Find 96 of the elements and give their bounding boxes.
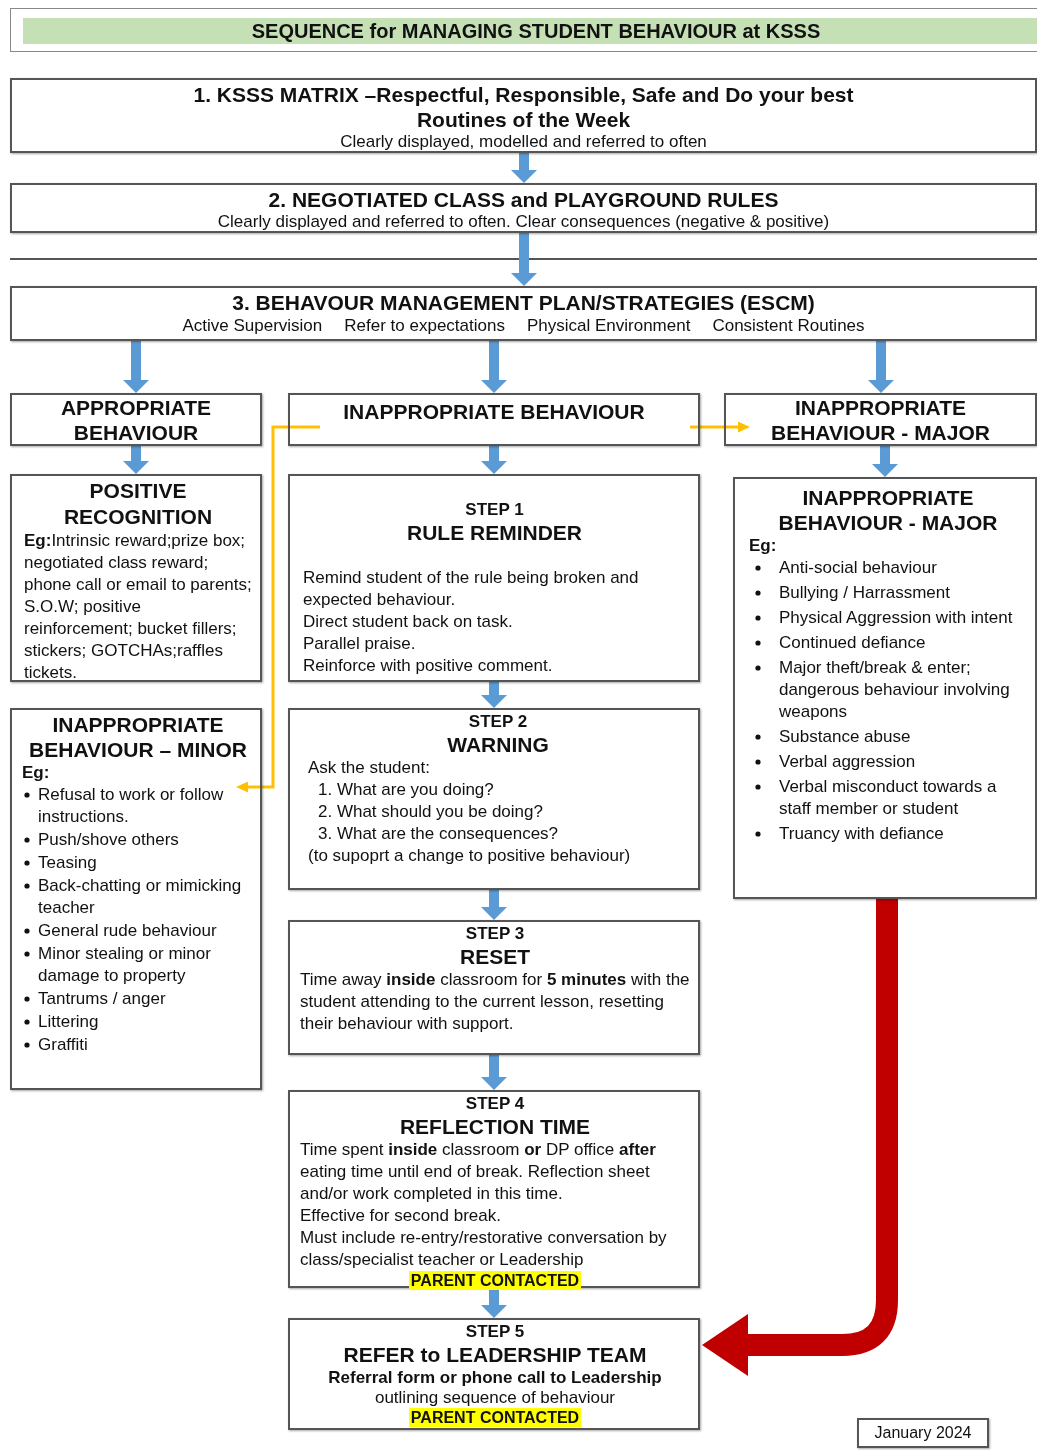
list-item: Physical Aggression with intent: [779, 608, 1013, 627]
info-box: [733, 477, 1037, 899]
box-heading: INAPPROPRIATE BEHAVIOUR - MAJOR: [770, 394, 991, 445]
strategy-text: Consistent Routines: [712, 315, 865, 337]
list-item: Littering: [38, 1012, 99, 1031]
body-text: Direct student back on task.: [303, 611, 514, 633]
list-item: Tantrums / anger: [38, 989, 166, 1008]
body-text: Time away inside classroom for 5 minutes with the student attending to the current lesson, resetting their behaviour with support.: [300, 969, 690, 1035]
box-subtext: Clearly displayed, modelled and referred to often: [339, 132, 708, 152]
box-subtext: Referral form or phone call to Leadership: [327, 1367, 663, 1388]
box-heading: REFER to LEADERSHIP TEAM: [342, 1342, 648, 1367]
step-box: [288, 474, 700, 682]
step-box: [288, 708, 700, 890]
highlighted-note: PARENT CONTACTED: [408, 1408, 582, 1427]
arrow: [123, 446, 149, 474]
stage-box: [10, 78, 1037, 153]
step-label: STEP 3: [464, 924, 526, 944]
numbered-item: 1. What are you doing?: [317, 779, 495, 801]
list-item: Truancy with defiance: [779, 824, 944, 843]
body-text: Remind student of the rule being broken and expected behaviour.: [303, 567, 640, 611]
strategy-text: Physical Environment: [526, 315, 691, 337]
list-item: Push/shove others: [38, 830, 179, 849]
body-text: Effective for second break.: [300, 1205, 502, 1227]
box-heading: INAPPROPRIATE BEHAVIOUR: [342, 399, 646, 424]
arrow: [481, 682, 507, 708]
list-item: Graffiti: [38, 1035, 88, 1054]
box-heading: 1. KSSS MATRIX –Respectful, Responsible, Safe and Do your best: [192, 82, 855, 107]
list-item: Continued defiance: [779, 633, 926, 652]
body-text: Reinforce with positive comment.: [303, 655, 554, 677]
box-heading: APPROPRIATE BEHAVIOUR: [59, 394, 213, 445]
box-heading: INAPPROPRIATE BEHAVIOUR – MINOR: [28, 712, 248, 762]
category-box: [288, 393, 700, 446]
date-box: [857, 1418, 989, 1448]
list-item: Teasing: [38, 853, 97, 872]
arrow: [702, 899, 898, 1376]
list-item: Substance abuse: [779, 727, 911, 746]
list-item: Back-chatting or mimicking teacher: [38, 876, 242, 917]
box-heading: 3. BEHAVOUR MANAGEMENT PLAN/STRATEGIES (ESCM): [231, 290, 816, 315]
list-item: Refusal to work or follow instructions.: [38, 785, 224, 826]
title-banner: SEQUENCE for MANAGING STUDENT BEHAVIOUR at KSSS: [23, 18, 1037, 44]
numbered-item: 3. What are the consequences?: [317, 823, 560, 845]
arrow: [123, 341, 149, 393]
stage-box: [10, 286, 1037, 341]
body-text: Eg:Intrinsic reward;prize box; negotiated class reward; phone call or email to parents; S.O.W; positive reinforcement; bucket fillers; stickers; GOTCHAs;raffles tickets.: [24, 530, 252, 684]
box-subtext: Clearly displayed and referred to often. Clear consequences (negative & positive): [216, 212, 831, 232]
example-label: Eg:: [22, 762, 51, 784]
arrow: [511, 233, 537, 286]
step-box: [288, 1318, 700, 1430]
strategy-text: Refer to expectations: [344, 315, 505, 337]
strategy-text: Active Supervision: [182, 315, 323, 337]
step-label: STEP 1: [464, 500, 525, 520]
date-text: January 2024: [873, 1423, 973, 1443]
list-item: Minor stealing or minor damage to property: [38, 944, 211, 985]
step-label: STEP 5: [464, 1322, 526, 1342]
list-item: Bullying / Harrassment: [779, 583, 950, 602]
category-box: [724, 393, 1037, 446]
arrow: [511, 153, 537, 183]
arrow: [481, 341, 507, 393]
arrow: [872, 446, 898, 477]
body-text: Must include re-entry/restorative conversation by class/specialist teacher or Leadership: [300, 1227, 668, 1271]
body-text: Time spent inside classroom or DP office after eating time until end of break. Reflection sheet and/or work completed in this time.: [300, 1139, 657, 1205]
arrow: [481, 1288, 507, 1318]
box-heading: INAPPROPRIATE BEHAVIOUR - MAJOR: [777, 485, 999, 535]
numbered-item: 2. What should you be doing?: [317, 801, 544, 823]
body-text: (to supoprt a change to positive behaviour): [308, 845, 632, 867]
arrow: [481, 446, 507, 474]
stage-box: [10, 183, 1037, 233]
box-heading: WARNING: [446, 732, 550, 757]
step-box: [288, 920, 700, 1055]
body-text: Ask the student:: [308, 757, 431, 779]
arrow: [481, 890, 507, 920]
box-heading: 2. NEGOTIATED CLASS and PLAYGROUND RULES: [267, 187, 780, 212]
box-subtext: outlining sequence of behaviour: [373, 1388, 617, 1408]
body-text: Parallel praise.: [303, 633, 417, 655]
arrow: [868, 341, 894, 393]
info-box: [10, 708, 262, 1090]
example-label: Eg:: [749, 535, 778, 557]
step-label: STEP 4: [464, 1094, 526, 1114]
box-heading: POSITIVE RECOGNITION: [62, 478, 214, 530]
box-heading: RESET: [459, 944, 531, 969]
list-item: Anti-social behaviour: [779, 558, 937, 577]
box-heading: RULE REMINDER: [406, 520, 583, 545]
arrow: [236, 425, 320, 793]
list-item: Verbal misconduct towards a staff member or student: [779, 777, 997, 818]
arrow: [690, 421, 750, 433]
box-heading: Routines of the Week: [415, 107, 632, 132]
box-heading: REFLECTION TIME: [398, 1114, 592, 1139]
step-box: [288, 1090, 700, 1288]
step-label: STEP 2: [467, 712, 529, 732]
highlighted-note: PARENT CONTACTED: [408, 1271, 582, 1290]
list-item: Major theft/break & enter; dangerous behaviour involving weapons: [779, 658, 1010, 721]
arrow: [481, 1055, 507, 1090]
list-item: General rude behaviour: [38, 921, 217, 940]
info-box: [10, 474, 262, 682]
list-item: Verbal aggression: [779, 752, 916, 771]
category-box: [10, 393, 262, 446]
